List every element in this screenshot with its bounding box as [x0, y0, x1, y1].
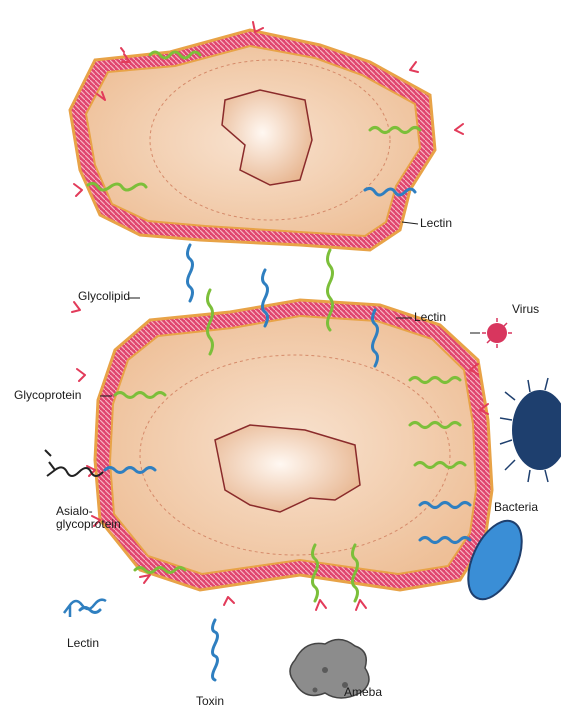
label-lectin-bottom: Lectin — [67, 637, 99, 650]
label-asialo-line2: glycoprotein — [56, 518, 121, 531]
virus — [482, 318, 512, 348]
bottom-cell — [95, 300, 492, 590]
label-glycoprotein: Glycoprotein — [14, 389, 81, 402]
label-glycolipid: Glycolipid — [78, 290, 130, 303]
label-ameba: Ameba — [344, 686, 382, 699]
label-bacteria: Bacteria — [494, 501, 538, 514]
label-toxin: Toxin — [196, 695, 224, 708]
label-virus: Virus — [512, 303, 539, 316]
spiky-bacterium — [500, 378, 561, 482]
label-lectin-top: Lectin — [420, 217, 452, 230]
label-lectin-mid: Lectin — [414, 311, 446, 324]
lectin-molecule — [64, 600, 106, 617]
